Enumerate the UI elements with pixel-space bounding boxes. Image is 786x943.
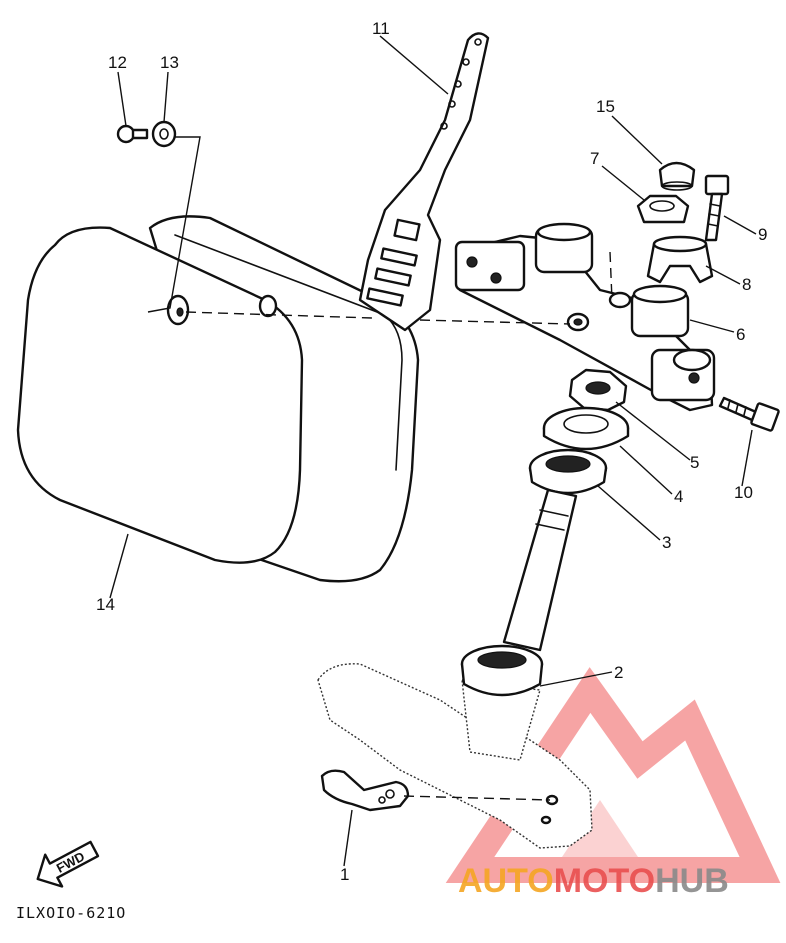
callout-6: 6: [736, 325, 745, 344]
callout-numbers: 11 12 13 15 7 9 8 6 5 10 4 3 14 2 1: [96, 19, 767, 884]
part-15-cap: [658, 161, 696, 191]
part-13-washer: [151, 120, 177, 148]
part-2-lower-bearing: [460, 644, 544, 697]
callout-1: 1: [340, 865, 349, 884]
callout-12: 12: [108, 53, 127, 72]
leader-lines: [109, 35, 757, 867]
part-10-bolt: [718, 396, 780, 432]
part-3-upper-bearing: [528, 448, 608, 495]
callout-5: 5: [690, 453, 699, 472]
callout-8: 8: [742, 275, 751, 294]
callout-15: 15: [596, 97, 615, 116]
part-9-bolt: [704, 174, 730, 242]
part-14-number-plate: [16, 215, 420, 583]
watermark-text: AUTOMOTOHUB: [458, 862, 729, 900]
callout-14: 14: [96, 595, 115, 614]
fwd-direction-arrow: FWD: [36, 840, 100, 888]
part-5-ring-nut: [568, 368, 628, 412]
part-4-dust-seal: [542, 406, 630, 451]
watermark-auto: AUTO: [458, 862, 554, 900]
callout-11: 11: [372, 19, 390, 38]
callout-7: 7: [590, 149, 599, 168]
part-8-handlebar-holder: [646, 235, 714, 284]
callout-4: 4: [674, 487, 683, 506]
drawing-code: ILXOIO-621O: [16, 904, 127, 922]
part-7-nut: [636, 194, 690, 224]
callout-3: 3: [662, 533, 671, 552]
part-1-cable-guide: [320, 769, 410, 812]
assembly-lines: [147, 136, 613, 801]
part-11-plate-bracket: [358, 32, 490, 332]
watermark-moto: MOTO: [554, 862, 655, 900]
callout-13: 13: [160, 53, 179, 72]
watermark-logo-mark: [445, 667, 781, 883]
part-12-screw: [116, 124, 149, 144]
part-1-lower-bracket-steering-stem: [317, 488, 593, 849]
callout-10: 10: [734, 483, 753, 502]
callout-2: 2: [614, 663, 623, 682]
watermark-hub: HUB: [655, 862, 729, 900]
callout-9: 9: [758, 225, 767, 244]
svg-text:AUTOMOTOHUB: AUTOMOTOHUB: [458, 862, 729, 900]
part-6-upper-bracket: [454, 222, 716, 412]
